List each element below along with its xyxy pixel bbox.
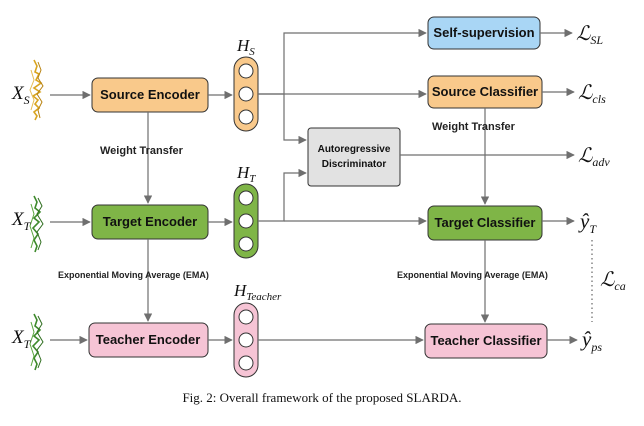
ema-label-right: Exponential Moving Average (EMA) [397, 270, 548, 280]
x-t-top-label: XT [11, 209, 32, 233]
svg-text:Target Classifier: Target Classifier [435, 215, 536, 230]
source-signal-waveform [29, 59, 44, 121]
target-classifier-block: Target Classifier [427, 205, 543, 241]
self-supervision-block: Self-supervision [427, 16, 541, 50]
weight-transfer-label-left: Weight Transfer [100, 145, 184, 157]
y-hat-ps-label: ŷps [580, 327, 602, 354]
h-s-label: HS [236, 36, 255, 58]
ema-label-left: Exponential Moving Average (EMA) [58, 270, 209, 280]
h-s-feature-vector [233, 56, 259, 132]
target-signal-waveform [29, 195, 44, 253]
source-classifier-block: Source Classifier [427, 75, 543, 109]
x-s-label: XS [11, 83, 30, 107]
target-encoder-block: Target Encoder [91, 204, 209, 240]
h-t-label: HT [236, 163, 256, 185]
arrow-hs-to-discriminator [283, 94, 307, 145]
loss-ca-label: ℒca [600, 267, 626, 293]
source-encoder-block: Source Encoder [91, 77, 209, 113]
svg-text:Source Classifier: Source Classifier [432, 84, 538, 99]
svg-text:Source Encoder: Source Encoder [100, 87, 200, 102]
teacher-classifier-block: Teacher Classifier [424, 323, 548, 359]
loss-adv-label: ℒadv [578, 143, 610, 169]
figure-caption: Fig. 2: Overall framework of the propose… [182, 390, 461, 405]
svg-text:Teacher Encoder: Teacher Encoder [96, 332, 201, 347]
h-t-feature-vector [233, 183, 259, 259]
loss-cls-label: ℒcls [578, 80, 606, 106]
y-hat-t-label: ŷT [578, 209, 597, 236]
svg-text:Teacher Classifier: Teacher Classifier [430, 333, 541, 348]
autoregressive-discriminator-block: Autoregressive Discriminator [307, 127, 401, 187]
loss-sl-label: ℒSL [576, 21, 603, 47]
x-t-bottom-label: XT [11, 327, 32, 351]
h-teacher-label: HTeacher [233, 281, 282, 303]
svg-text:Discriminator: Discriminator [322, 159, 387, 170]
svg-text:Self-supervision: Self-supervision [433, 25, 534, 40]
svg-text:Autoregressive: Autoregressive [318, 144, 391, 155]
svg-text:Target Encoder: Target Encoder [103, 214, 197, 229]
arrow-ht-to-discriminator [258, 168, 307, 222]
h-teacher-feature-vector [233, 302, 259, 378]
teacher-signal-waveform [29, 313, 44, 371]
teacher-encoder-block: Teacher Encoder [88, 322, 209, 358]
weight-transfer-label-right: Weight Transfer [432, 121, 516, 133]
arrow-hs-to-self-supervision [258, 28, 427, 95]
